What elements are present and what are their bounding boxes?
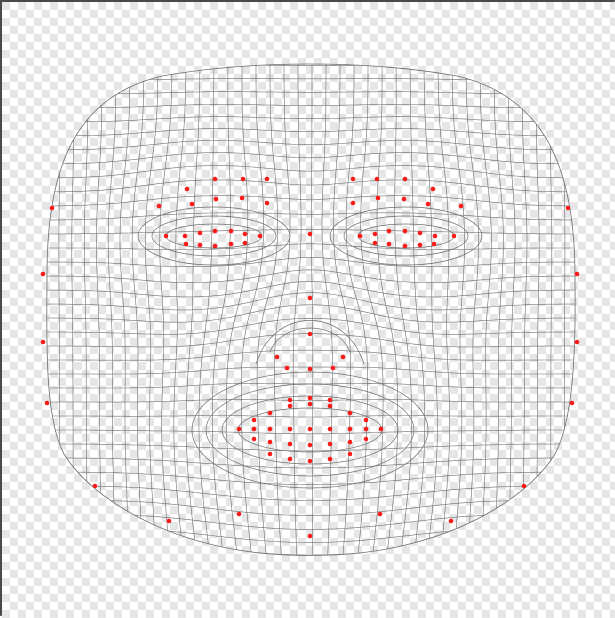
landmark-point xyxy=(229,242,234,247)
landmark-point xyxy=(240,196,245,201)
landmark-point xyxy=(268,411,273,416)
landmark-point xyxy=(288,404,293,409)
landmark-point xyxy=(183,234,188,239)
landmark-point xyxy=(213,229,218,234)
landmark-point xyxy=(403,177,408,182)
landmark-point xyxy=(348,427,353,432)
landmark-point xyxy=(213,244,218,249)
landmark-point xyxy=(237,427,242,432)
landmark-point xyxy=(288,457,293,462)
landmark-point xyxy=(348,440,353,445)
landmark-point xyxy=(375,177,380,182)
landmark-point xyxy=(285,366,290,371)
landmark-point xyxy=(164,234,169,239)
landmark-point xyxy=(185,187,190,192)
landmark-point xyxy=(364,437,369,442)
landmark-point xyxy=(213,177,218,182)
landmark-point xyxy=(308,443,313,448)
landmark-point xyxy=(431,187,436,192)
landmark-point xyxy=(308,427,313,432)
landmark-point xyxy=(252,427,257,432)
landmark-point xyxy=(373,241,378,246)
landmark-point xyxy=(190,202,195,207)
landmark-point xyxy=(364,418,369,423)
landmark-point xyxy=(570,401,575,406)
landmark-point xyxy=(379,427,384,432)
landmark-point xyxy=(351,177,356,182)
landmark-point xyxy=(328,457,333,462)
landmark-point xyxy=(418,243,423,248)
landmark-point xyxy=(241,177,246,182)
landmark-point xyxy=(358,234,363,239)
landmark-point xyxy=(252,418,257,423)
landmark-point xyxy=(41,340,46,345)
landmark-point xyxy=(575,340,580,345)
landmark-point xyxy=(157,204,162,209)
landmark-point xyxy=(275,355,280,360)
landmark-point xyxy=(243,241,248,246)
landmark-point xyxy=(198,231,203,236)
landmark-point xyxy=(252,437,257,442)
landmark-point xyxy=(459,204,464,209)
landmark-point xyxy=(41,272,46,277)
landmark-point xyxy=(243,232,248,237)
landmark-point xyxy=(522,484,527,489)
landmark-point xyxy=(308,232,313,237)
landmark-point xyxy=(575,272,580,277)
landmark-point xyxy=(229,229,234,234)
landmark-point xyxy=(258,234,263,239)
landmark-point xyxy=(167,519,172,524)
landmark-point xyxy=(308,396,313,401)
landmark-point xyxy=(308,402,313,407)
landmark-point xyxy=(214,197,219,202)
landmark-point xyxy=(288,398,293,403)
landmark-point xyxy=(426,202,431,207)
landmark-point xyxy=(348,411,353,416)
landmark-point xyxy=(265,201,270,206)
landmark-point xyxy=(373,232,378,237)
landmark-point xyxy=(50,206,55,211)
landmark-point xyxy=(288,427,293,432)
landmark-point xyxy=(237,512,242,517)
landmark-point xyxy=(452,234,457,239)
landmark-point xyxy=(308,459,313,464)
landmark-point xyxy=(433,234,438,239)
landmark-point xyxy=(387,229,392,234)
landmark-point xyxy=(348,452,353,457)
landmark-point xyxy=(432,242,437,247)
landmark-point xyxy=(288,442,293,447)
landmark-point xyxy=(268,440,273,445)
landmark-point xyxy=(308,332,313,337)
landmark-point xyxy=(341,355,346,360)
landmark-point xyxy=(402,197,407,202)
landmark-point xyxy=(376,196,381,201)
landmark-point xyxy=(403,229,408,234)
landmark-point xyxy=(184,242,189,247)
landmark-point xyxy=(378,512,383,517)
landmark-point xyxy=(387,242,392,247)
landmark-point xyxy=(351,201,356,206)
landmark-point xyxy=(268,427,273,432)
landmark-point xyxy=(328,427,333,432)
landmark-point xyxy=(268,452,273,457)
landmark-point xyxy=(198,243,203,248)
landmark-point xyxy=(308,367,313,372)
landmark-point xyxy=(331,366,336,371)
landmark-point xyxy=(566,206,571,211)
landmark-point xyxy=(449,519,454,524)
landmark-point xyxy=(418,231,423,236)
landmark-point xyxy=(364,427,369,432)
landmark-point xyxy=(45,401,50,406)
landmark-point xyxy=(328,398,333,403)
landmark-point xyxy=(328,442,333,447)
landmark-point xyxy=(93,484,98,489)
landmark-point xyxy=(265,177,270,182)
landmark-point xyxy=(403,244,408,249)
landmark-point xyxy=(308,534,313,539)
landmark-point xyxy=(328,404,333,409)
landmark-point xyxy=(308,296,313,301)
